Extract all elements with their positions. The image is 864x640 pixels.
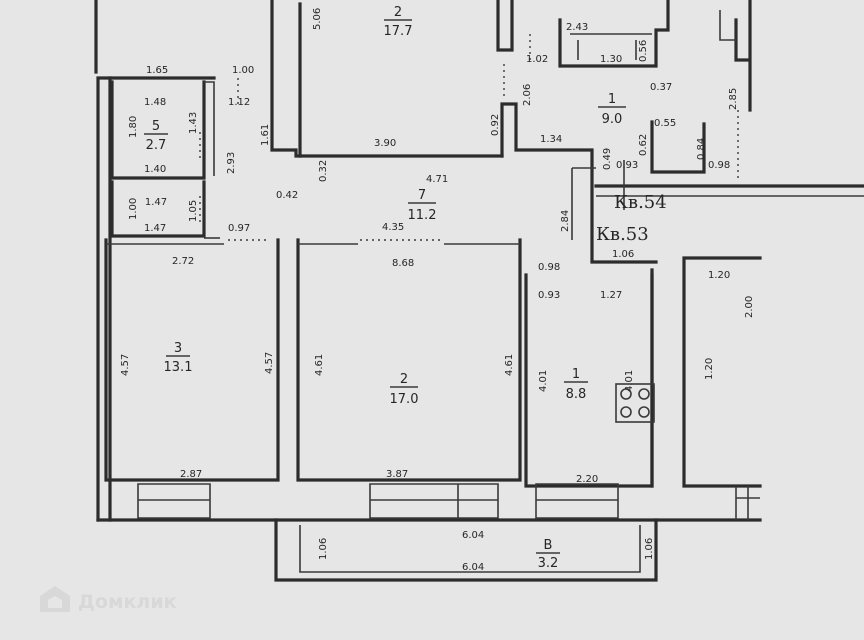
dimension: 0.92: [490, 114, 501, 136]
dimension: 4.01: [624, 370, 635, 392]
dimension: 1.06: [612, 249, 634, 260]
room-7-area: 11.2: [408, 208, 437, 223]
stove-icon: [615, 383, 655, 423]
dimension: 8.68: [392, 258, 414, 269]
dimension: 1.20: [704, 358, 715, 380]
dimension: 0.37: [650, 82, 672, 93]
dimension: 0.32: [318, 160, 329, 182]
dimension: 1.43: [188, 112, 199, 134]
dimension: 1.06: [644, 538, 655, 560]
dimension: 2.06: [522, 84, 533, 106]
dimension: 1.05: [188, 200, 199, 222]
dimension: 1.20: [708, 270, 730, 281]
dimension: 4.57: [264, 352, 275, 374]
dimension: 0.98: [538, 262, 560, 273]
dimension: 5.06: [312, 8, 323, 30]
dimension: 1.27: [600, 290, 622, 301]
dimension-labels: 1.65 1.00 1.12 1.48 1.80 1.43 2.93 1.61 …: [120, 8, 755, 573]
watermark-text: Домклик: [78, 591, 177, 613]
dimension: 1.06: [318, 538, 329, 560]
dimension: 0.98: [708, 160, 730, 171]
dimension: 6.04: [462, 562, 484, 573]
room-2-area: 17.0: [390, 392, 419, 407]
room-5-area: 2.7: [146, 138, 167, 153]
upper-room-1-area: 9.0: [602, 112, 623, 127]
room-2-number: 2: [400, 372, 408, 387]
dimension: 1.48: [144, 97, 166, 108]
dimension: 1.34: [540, 134, 562, 145]
dimension: 4.71: [426, 174, 448, 185]
room-1-area: 8.8: [566, 387, 587, 402]
walls-apartment-53: [94, 0, 762, 582]
room-1-number: 1: [572, 367, 580, 382]
dimension: 4.61: [314, 354, 325, 376]
room-labels: 3 13.1 2 17.0 1 8.8 5 2.7 1.47 7 11.2 В …: [144, 5, 626, 571]
room-3-area: 13.1: [164, 360, 193, 375]
room-7-number: 7: [418, 188, 426, 203]
dimension: 2.84: [560, 210, 571, 232]
dimension: 0.93: [538, 290, 560, 301]
upper-room-1-number: 1: [608, 92, 616, 107]
room-6-area: 1.47: [145, 197, 167, 208]
dimension: 1.40: [144, 164, 166, 175]
room-3-number: 3: [174, 341, 182, 356]
domclick-logo-icon: [40, 586, 70, 612]
dimension: 1.65: [146, 65, 168, 76]
dimension: 1.00: [232, 65, 254, 76]
dimension: 1.30: [600, 54, 622, 65]
dimension: 4.61: [504, 354, 515, 376]
dimension: 2.20: [576, 474, 598, 485]
watermark: Домклик: [40, 586, 177, 613]
dimension: 0.55: [654, 118, 676, 129]
dimension: 4.57: [120, 354, 131, 376]
upper-room-2-area: 17.7: [384, 24, 413, 39]
dimension: 1.12: [228, 97, 250, 108]
apartment-53-label: Кв.53: [596, 224, 649, 245]
dimension: 0.97: [228, 223, 250, 234]
dimension: 2.43: [566, 22, 588, 33]
dimension: 3.87: [386, 469, 408, 480]
dimension: 2.93: [226, 152, 237, 174]
dimension: 0.93: [616, 160, 638, 171]
dimension: 2.00: [744, 296, 755, 318]
dimension: 1.47: [144, 223, 166, 234]
walls-apartment-54: [496, 0, 864, 210]
upper-room-2-number: 2: [394, 5, 402, 20]
dimension: 0.84: [696, 138, 707, 160]
dimension: 4.01: [538, 370, 549, 392]
apartment-54-label: Кв.54: [614, 192, 667, 213]
dimension: 2.72: [172, 256, 194, 267]
dimension: 4.35: [382, 222, 404, 233]
dimension: 3.90: [374, 138, 396, 149]
balcony-number: В: [544, 538, 553, 553]
dimension: 1.02: [526, 54, 548, 65]
room-5-number: 5: [152, 119, 160, 134]
dimension: 1.80: [128, 116, 139, 138]
dimension: 2.85: [728, 88, 739, 110]
dimension: 1.00: [128, 198, 139, 220]
dimension: 0.62: [638, 134, 649, 156]
dimension: 0.42: [276, 190, 298, 201]
balcony-area: 3.2: [538, 556, 559, 571]
dimension: 6.04: [462, 530, 484, 541]
dimension: 2.87: [180, 469, 202, 480]
dimension: 0.56: [638, 40, 649, 62]
dimension: 1.61: [260, 124, 271, 146]
dimension: 0.49: [602, 148, 613, 170]
